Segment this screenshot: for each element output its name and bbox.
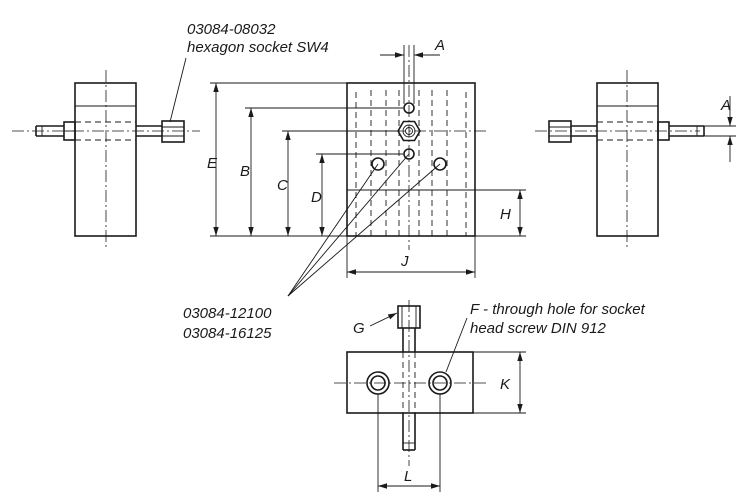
- callout-screws: 03084-12100 03084-16125: [183, 153, 441, 342]
- callout-hexagon-socket: 03084-08032 hexagon socket SW4: [169, 21, 329, 123]
- callout-g: G: [353, 312, 398, 337]
- dimension-k: K: [473, 351, 526, 414]
- dimension-d: D: [311, 153, 403, 236]
- dim-a-label: A: [434, 37, 445, 54]
- dim-c-label: C: [277, 177, 288, 194]
- dim-a-right-label: A: [720, 97, 731, 114]
- dim-b-label: B: [240, 163, 250, 180]
- dim-j-label: J: [400, 253, 409, 270]
- left-side-view: [12, 70, 200, 250]
- dim-h-label: H: [500, 206, 511, 223]
- dim-g-label: G: [353, 320, 365, 337]
- right-side-view: [535, 70, 705, 250]
- screw-part-number-1: 03084-12100: [183, 305, 272, 322]
- hex-part-number: 03084-08032: [187, 21, 276, 38]
- dimension-a-top: A: [380, 37, 445, 104]
- through-hole-note-line2: head screw DIN 912: [470, 320, 607, 337]
- hex-socket-description: hexagon socket SW4: [187, 39, 329, 56]
- dimension-j: J: [346, 236, 476, 278]
- bottom-view: [334, 300, 488, 466]
- screw-part-number-2: 03084-16125: [183, 325, 272, 342]
- dim-d-label: D: [311, 189, 322, 206]
- through-hole-note-line1: F - through hole for socket: [470, 301, 646, 318]
- callout-through-hole: F - through hole for socket head screw D…: [445, 301, 646, 373]
- dimension-l: L: [377, 394, 441, 492]
- dimension-b: B: [240, 107, 403, 236]
- dimension-c: C: [277, 130, 397, 236]
- dim-k-label: K: [500, 376, 511, 393]
- dim-e-label: E: [207, 155, 218, 172]
- dimension-h: H: [475, 189, 526, 237]
- front-view: [334, 45, 488, 250]
- dimension-e: E: [207, 82, 347, 237]
- dimension-a-right: A: [704, 96, 736, 162]
- dim-l-label: L: [404, 468, 412, 485]
